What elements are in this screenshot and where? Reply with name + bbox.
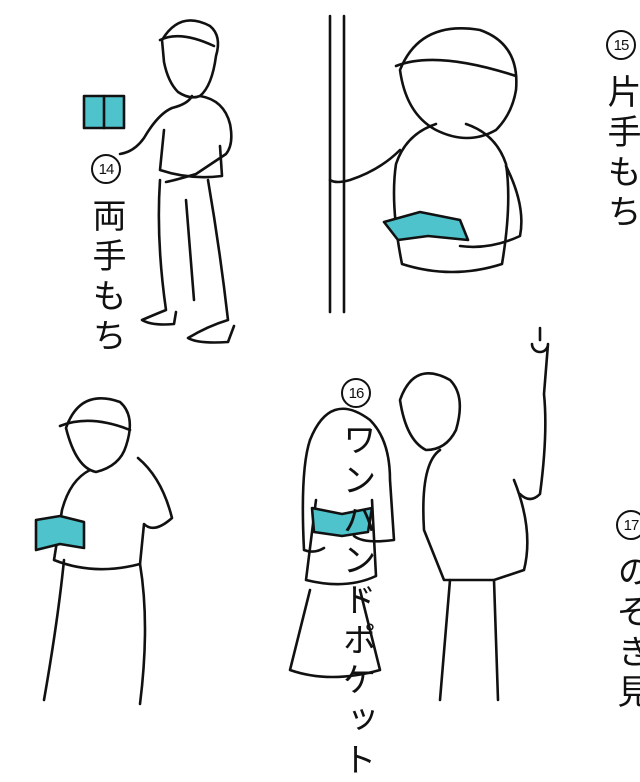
- pose-title: 片手もち: [601, 74, 640, 234]
- pose-number-badge: 16: [341, 378, 371, 408]
- illustration: [34, 14, 550, 706]
- pose-title: ワンハンドポケット: [336, 422, 376, 782]
- pose-title: のぞき見: [611, 554, 640, 714]
- pose-label-17: 17 のぞき見: [563, 510, 640, 714]
- figure-peek: [288, 326, 550, 702]
- book-icon: [34, 514, 86, 552]
- pose-label-15: 15 片手もち: [553, 30, 640, 234]
- pose-number-badge: 15: [606, 30, 636, 60]
- pose-number-badge: 14: [91, 154, 121, 184]
- book-icon: [310, 506, 374, 538]
- figure-one-hand: [328, 14, 523, 314]
- pose-label-14: 14 両手もち: [38, 154, 174, 358]
- pose-label-16: 16 ワンハンドポケット: [203, 378, 509, 782]
- figure-pocket: [34, 397, 174, 706]
- book-icon: [382, 210, 470, 242]
- figure-two-hands: [82, 19, 236, 344]
- pose-title: 両手もち: [86, 198, 126, 358]
- pose-number-badge: 17: [616, 510, 640, 540]
